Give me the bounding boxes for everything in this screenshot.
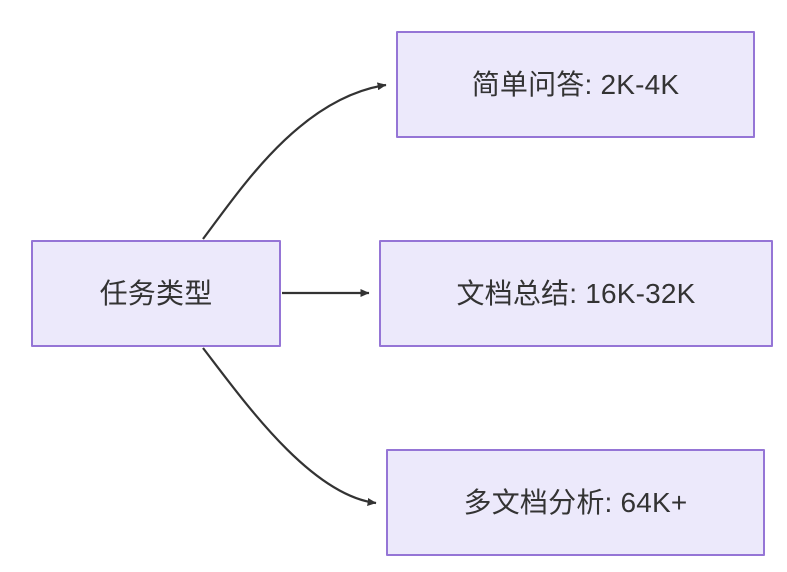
- node-simple-qa-label: 简单问答: 2K-4K: [471, 68, 680, 100]
- node-task-type[interactable]: 任务类型: [31, 240, 281, 347]
- node-doc-summary[interactable]: 文档总结: 16K-32K: [379, 240, 773, 347]
- edge-task-type-to-simple-qa: [202, 82, 387, 240]
- node-task-type-label: 任务类型: [99, 277, 213, 309]
- node-multi-doc-analysis[interactable]: 多文档分析: 64K+: [386, 449, 765, 556]
- node-simple-qa[interactable]: 简单问答: 2K-4K: [396, 31, 755, 138]
- node-doc-summary-label: 文档总结: 16K-32K: [456, 277, 696, 309]
- node-multi-doc-analysis-label: 多文档分析: 64K+: [463, 486, 688, 518]
- edge-task-type-to-multi-doc-analysis: [202, 347, 377, 506]
